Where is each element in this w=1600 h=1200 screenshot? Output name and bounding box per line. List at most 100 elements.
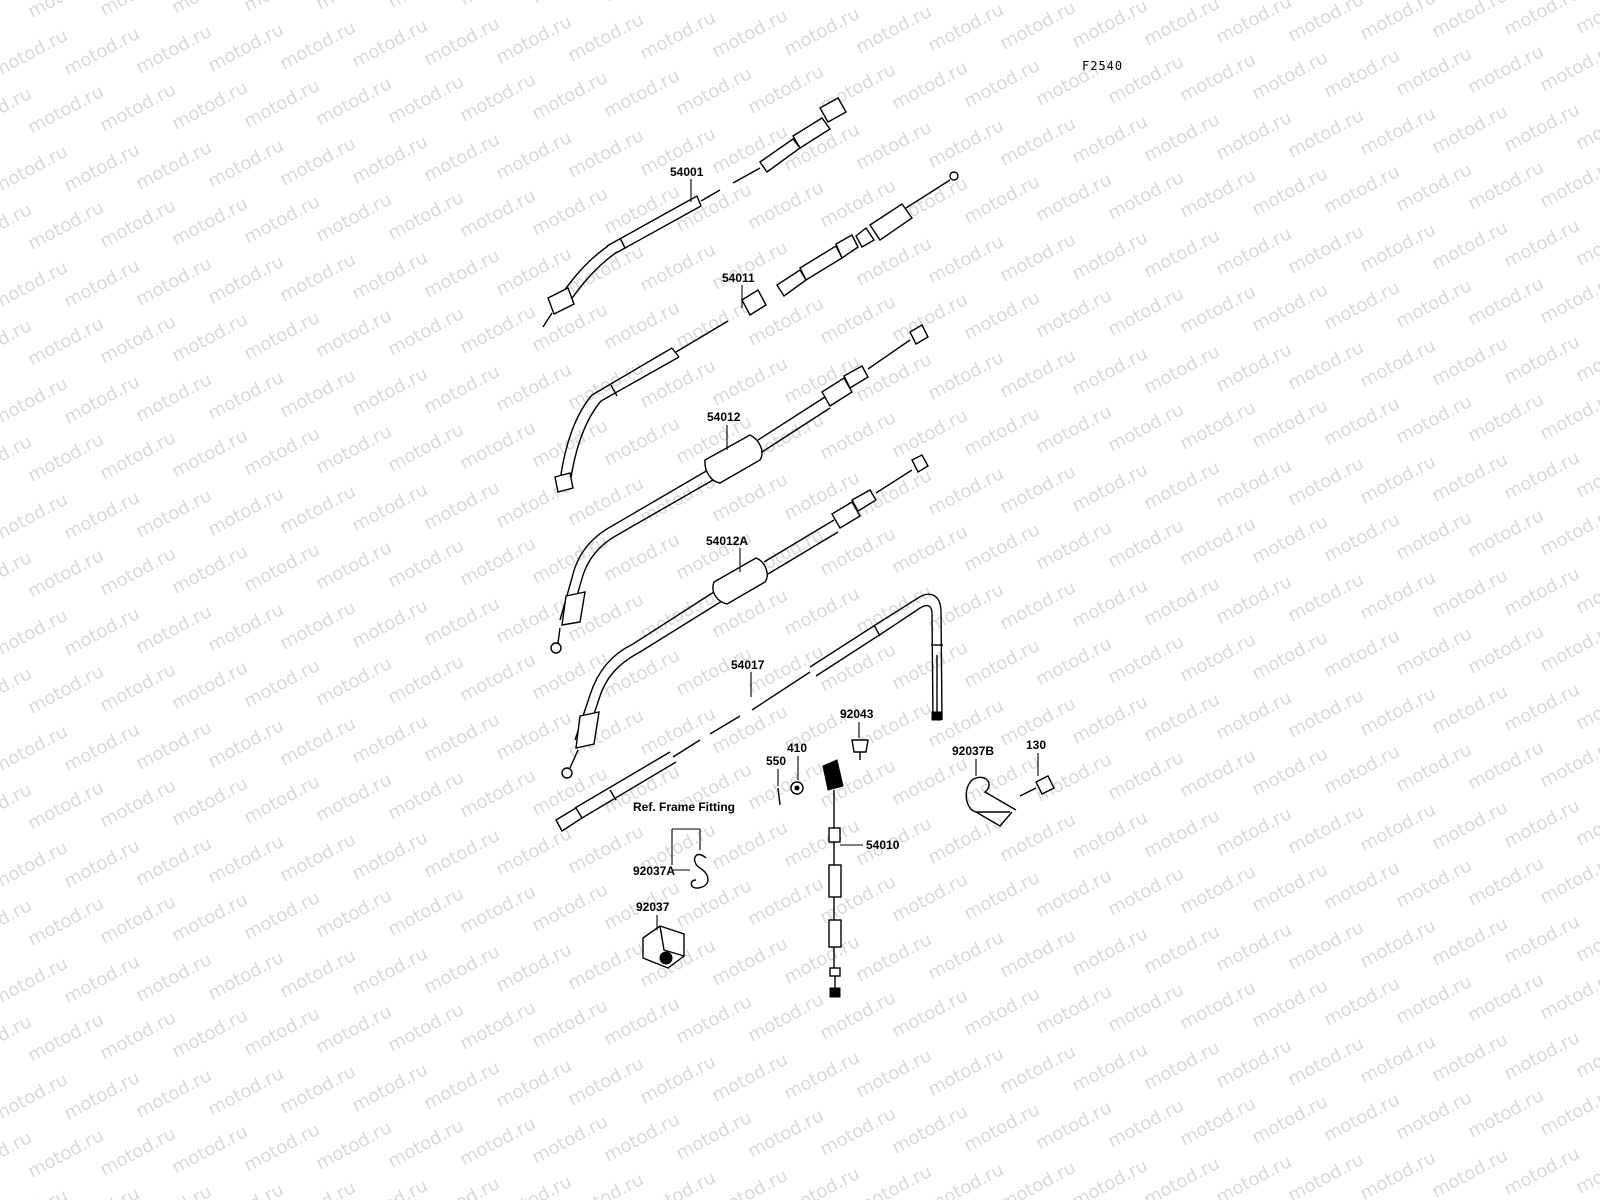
cable-54011[interactable] <box>554 171 959 493</box>
watermark-text: motod.ru <box>168 77 251 134</box>
watermark-text: motod.ru <box>384 187 467 244</box>
watermark-text: motod.ru <box>276 829 359 886</box>
svg-text:54011: 54011 <box>722 271 755 285</box>
switch-cable-54010[interactable] <box>822 759 844 998</box>
watermark-text: motod.ru <box>0 489 71 546</box>
watermark-text: motod.ru <box>1284 0 1367 46</box>
watermark-text: motod.ru <box>1248 859 1331 916</box>
bolt-130[interactable] <box>1019 775 1055 797</box>
watermark-text: motod.ru <box>1284 105 1367 162</box>
watermark-text: motod.ru <box>1104 515 1187 572</box>
watermark-text: motod.ru <box>312 1117 395 1174</box>
watermark-text: motod.ru <box>1104 399 1187 456</box>
watermark-text: motod.ru <box>888 637 971 694</box>
watermark-text: motod.ru <box>1140 573 1223 630</box>
watermark-text: motod.ru <box>168 309 251 366</box>
watermark-text: motod.ru <box>96 659 179 716</box>
part-410[interactable] <box>790 781 804 795</box>
label-92037B: 92037B <box>952 744 994 758</box>
watermark-text: motod.ru <box>564 241 647 298</box>
spring-92037A[interactable] <box>690 853 709 889</box>
clamp-92037[interactable] <box>642 925 685 969</box>
watermark-text: motod.ru <box>0 605 71 662</box>
watermark-text: motod.ru <box>1140 0 1223 50</box>
watermark-text: motod.ru <box>528 67 611 124</box>
watermark-text: motod.ru <box>744 1105 827 1162</box>
part-550[interactable] <box>777 787 781 806</box>
watermark-text: motod.ru <box>96 311 179 368</box>
watermark-text: motod.ru <box>384 303 467 360</box>
watermark-text: motod.ru <box>1248 1091 1331 1148</box>
watermark-text: motod.ru <box>1500 215 1583 272</box>
clip-92037B[interactable] <box>965 776 1017 827</box>
watermark-text: motod.ru <box>24 81 107 138</box>
watermark-text: motod.ru <box>312 189 395 246</box>
watermark-text: motod.ru <box>420 709 503 766</box>
watermark-text: motod.ru <box>1536 1083 1600 1140</box>
watermark-text: motod.ru <box>528 299 611 356</box>
ref-frame-fitting-label: Ref. Frame Fitting <box>633 800 735 814</box>
watermark-text: motod.ru <box>384 419 467 476</box>
watermark-text: motod.ru <box>1320 161 1403 218</box>
watermark-text: motod.ru <box>1536 851 1600 908</box>
watermark-text: motod.ru <box>924 579 1007 636</box>
watermark-text: motod.ru <box>1428 1145 1511 1200</box>
watermark-text: motod.ru <box>1500 1143 1583 1200</box>
watermark-text: motod.ru <box>456 649 539 706</box>
watermark-text: motod.ru <box>600 413 683 470</box>
cable-54012[interactable] <box>550 324 929 654</box>
watermark-text: motod.ru <box>1212 687 1295 744</box>
watermark-text: motod.ru <box>1176 1093 1259 1150</box>
label-54012A: 54012A <box>706 534 748 572</box>
watermark-text: motod.ru <box>312 1001 395 1058</box>
watermark-text: motod.ru <box>1104 631 1187 688</box>
watermark-text: motod.ru <box>1284 917 1367 974</box>
watermark-text: motod.ru <box>24 197 107 254</box>
cable-54017[interactable] <box>555 593 943 832</box>
watermark-text: motod.ru <box>1140 1037 1223 1094</box>
watermark-text: motod.ru <box>1212 223 1295 280</box>
watermark-text: motod.ru <box>1140 225 1223 282</box>
watermark-text: motod.ru <box>312 421 395 478</box>
watermark-text: motod.ru <box>1392 739 1475 796</box>
watermark-text: motod.ru <box>1140 921 1223 978</box>
watermark-text: motod.ru <box>960 171 1043 228</box>
watermark-text: motod.ru <box>888 753 971 810</box>
watermark-text: motod.ru <box>708 701 791 758</box>
watermark-text: motod.ru <box>996 461 1079 518</box>
watermark-text: motod.ru <box>1320 277 1403 334</box>
watermark-text: motod.ru <box>924 115 1007 172</box>
watermark-text: motod.ru <box>348 363 431 420</box>
watermark-text: motod.ru <box>168 1005 251 1062</box>
svg-text:54012: 54012 <box>707 410 741 424</box>
watermark-text: motod.ru <box>1500 331 1583 388</box>
watermark-text: motod.ru <box>1500 447 1583 504</box>
watermark-text: motod.ru <box>348 479 431 536</box>
watermark-text: motod.ru <box>276 249 359 306</box>
watermark-text: motod.ru <box>312 653 395 710</box>
watermark-text: motod.ru <box>888 985 971 1042</box>
cable-54012A[interactable] <box>561 454 929 779</box>
cable-54001[interactable] <box>542 97 847 328</box>
watermark-text: motod.ru <box>1032 401 1115 458</box>
watermark-text: motod.ru <box>1212 571 1295 628</box>
watermark-text: motod.ru <box>0 25 71 82</box>
watermark-text: motod.ru <box>1392 971 1475 1028</box>
watermark-text: motod.ru <box>1356 915 1439 972</box>
watermark-text: motod.ru <box>132 601 215 658</box>
part-92043[interactable] <box>851 739 869 760</box>
watermark-text: motod.ru <box>1356 799 1439 856</box>
watermark-text: motod.ru <box>1068 343 1151 400</box>
watermark-text: motod.ru <box>888 289 971 346</box>
watermark-text: motod.ru <box>1212 1035 1295 1092</box>
watermark-text: motod.ru <box>780 3 863 60</box>
watermark-text: motod.ru <box>1356 219 1439 276</box>
watermark-text: motod.ru <box>1500 99 1583 156</box>
watermark-text: motod.ru <box>0 721 71 778</box>
watermark-text: motod.ru <box>1392 391 1475 448</box>
watermark-text: motod.ru <box>636 355 719 412</box>
watermark-text: motod.ru <box>1428 1029 1511 1086</box>
watermark-text: motod.ru <box>60 255 143 312</box>
watermark-text: motod.ru <box>1176 397 1259 454</box>
